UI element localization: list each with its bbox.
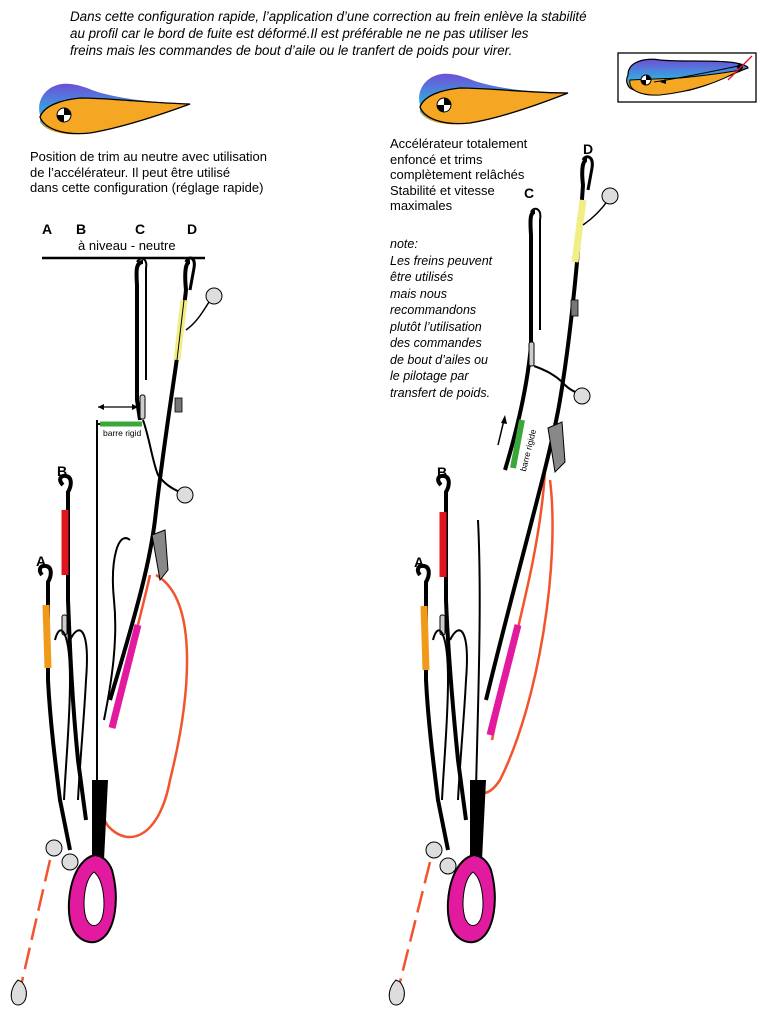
note-line: des commandes [390,336,482,350]
note-line: plutôt l’utilisation [390,319,482,334]
label-b-top: B [76,221,87,237]
note-line: de bout d’ailes ou [390,352,488,367]
trim-tape [486,624,522,736]
left-wing-profile [39,83,191,135]
pulley-icon [176,486,194,504]
note-line: mais nous [390,286,447,301]
a-riser-tape [42,604,52,669]
note-line: être utilisés [390,270,454,284]
left-bar-label: barre rigid [103,428,142,438]
intro-line: Dans cette configuration rapide, l’appli… [70,9,587,24]
label-c-top: C [135,221,146,237]
intro-line: au profil car le bord de fuite est défor… [70,26,529,41]
left-riser [10,256,223,1006]
pulley-icon [61,853,79,871]
rigid-bar [510,419,525,469]
right-riser [388,155,619,1006]
pulley-icon [573,387,591,405]
desc-line: de l’accélérateur. Il peut être utilisé [30,164,231,180]
note-line: le pilotage par [390,369,469,383]
brake-line [475,479,554,795]
speed-bar-ring-icon [388,979,405,1006]
trim-tape [108,624,142,729]
label-b-right: B [437,464,448,480]
speed-bar-ring-icon [10,979,27,1006]
desc-line: Accélérateur totalement [390,136,528,151]
arrow-up-icon [501,415,507,424]
brake-line [98,573,189,839]
desc-line: Position de trim au neutre avec utilisat… [30,149,268,164]
desc-line: maximales [390,198,453,213]
pulley-icon [425,841,443,859]
speed-bar-line [396,861,432,991]
right-note: note: Les freins peuvent être utilisés m… [390,236,492,401]
speed-bar-line [18,859,52,991]
right-description: Accélérateur totalement enfoncé et trims… [390,136,527,214]
pulley-icon [45,839,63,857]
a-riser-tape [420,605,430,671]
label-a-right: A [414,554,425,570]
right-wing-profile [419,73,569,125]
deformed-profile-inset [617,52,757,103]
intro-text: Dans cette configuration rapide, l’appli… [70,8,610,59]
label-a: A [36,553,47,569]
intro-line: freins mais les commandes de bout d’aile… [70,43,513,58]
left-description: Position de trim au neutre avec utilisat… [30,149,267,196]
note-line: recommandons [390,303,477,317]
level-neutral-label: à niveau - neutre [78,238,176,253]
desc-line: Stabilité et vitesse [390,182,495,198]
d-riser-tape [571,199,587,263]
label-a-top: A [42,221,53,237]
brake-pulley-icon [547,421,566,474]
note-line: Les freins peuvent [390,253,493,268]
pulley-icon [439,857,457,875]
desc-line: enfoncé et trims [390,151,483,167]
desc-line: dans cette configuration (réglage rapide… [30,180,264,195]
pulley-icon [601,187,619,205]
note-line: note: [390,237,418,251]
brake-pulley-icon [151,529,169,582]
pulley-icon [205,287,223,305]
label-c: C [524,185,535,201]
note-line: transfert de poids. [390,385,491,400]
label-d: D [583,141,594,157]
label-b: B [57,463,68,479]
desc-line: complètement relâchés [390,167,525,182]
label-d-top: D [187,221,198,237]
